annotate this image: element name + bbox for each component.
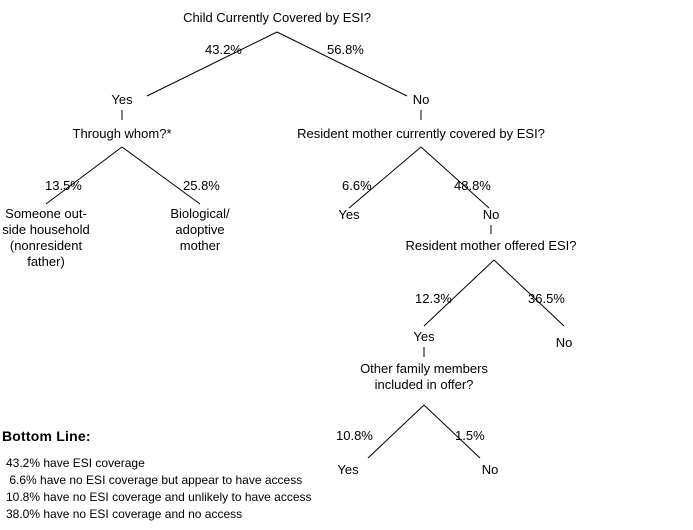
pct-root-right: 56.8% [327, 42, 364, 57]
node-resident-mother-no: No [483, 207, 500, 222]
bottom-line-item-4: 38.0% have no ESI coverage and no access [6, 507, 243, 521]
edge-resident-mother-right [420, 146, 490, 209]
bottom-line-item-1: 43.2% have ESI coverage [6, 456, 145, 470]
leaf-someone-outside-line4: father) [27, 254, 65, 269]
node-resident-mother-offered: Resident mother offered ESI? [405, 238, 576, 253]
node-other-family-line1: Other family members [360, 361, 488, 376]
edge-through-whom-left [45, 146, 123, 205]
pct-through-whom-right: 25.8% [183, 178, 220, 193]
node-root-question: Child Currently Covered by ESI? [183, 10, 371, 25]
leaf-someone-outside-line2: side household [2, 222, 89, 237]
bottom-line-title: Bottom Line: [2, 428, 91, 444]
leaf-biological-line1: Biological/ [170, 206, 230, 221]
edge-other-family-right [423, 404, 481, 459]
pct-offered-left: 12.3% [415, 291, 452, 306]
node-other-family-no: No [482, 462, 499, 477]
edge-other-family-left [367, 404, 425, 459]
node-through-whom: Through whom?* [73, 126, 172, 141]
edge-resident-mother-left [348, 146, 422, 209]
edge-root-to-yes [146, 31, 278, 97]
pct-resident-mother-right: 48.8% [454, 178, 491, 193]
leaf-biological-line3: mother [180, 238, 221, 253]
node-root-yes: Yes [111, 92, 133, 107]
pct-through-whom-left: 13.5% [45, 178, 82, 193]
bottom-line-item-3: 10.8% have no ESI coverage and unlikely … [6, 490, 312, 504]
leaf-someone-outside-line1: Someone out- [5, 206, 87, 221]
node-other-family-line2: included in offer? [375, 377, 474, 392]
pct-other-family-right: 1.5% [455, 428, 485, 443]
edge-through-whom-right [121, 146, 201, 205]
pct-other-family-left: 10.8% [336, 428, 373, 443]
edge-offered-left [423, 259, 495, 327]
bottom-line-legend: Bottom Line: 43.2% have ESI coverage 6.6… [2, 428, 422, 524]
node-resident-mother-covered: Resident mother currently covered by ESI… [297, 126, 545, 141]
node-root-no: No [413, 92, 430, 107]
node-offered-no: No [556, 335, 573, 350]
edge-offered-right [493, 259, 565, 327]
node-other-family-yes: Yes [337, 462, 359, 477]
pct-root-left: 43.2% [205, 42, 242, 57]
pct-resident-mother-left: 6.6% [342, 178, 372, 193]
pct-offered-right: 36.5% [528, 291, 565, 306]
edge-root-to-no [276, 31, 408, 97]
leaf-biological-line2: adoptive [175, 222, 224, 237]
leaf-someone-outside-line3: (nonresident [10, 238, 83, 253]
node-resident-mother-yes: Yes [338, 207, 360, 222]
bottom-line-item-2: 6.6% have no ESI coverage but appear to … [6, 473, 303, 487]
node-offered-yes: Yes [413, 329, 435, 344]
